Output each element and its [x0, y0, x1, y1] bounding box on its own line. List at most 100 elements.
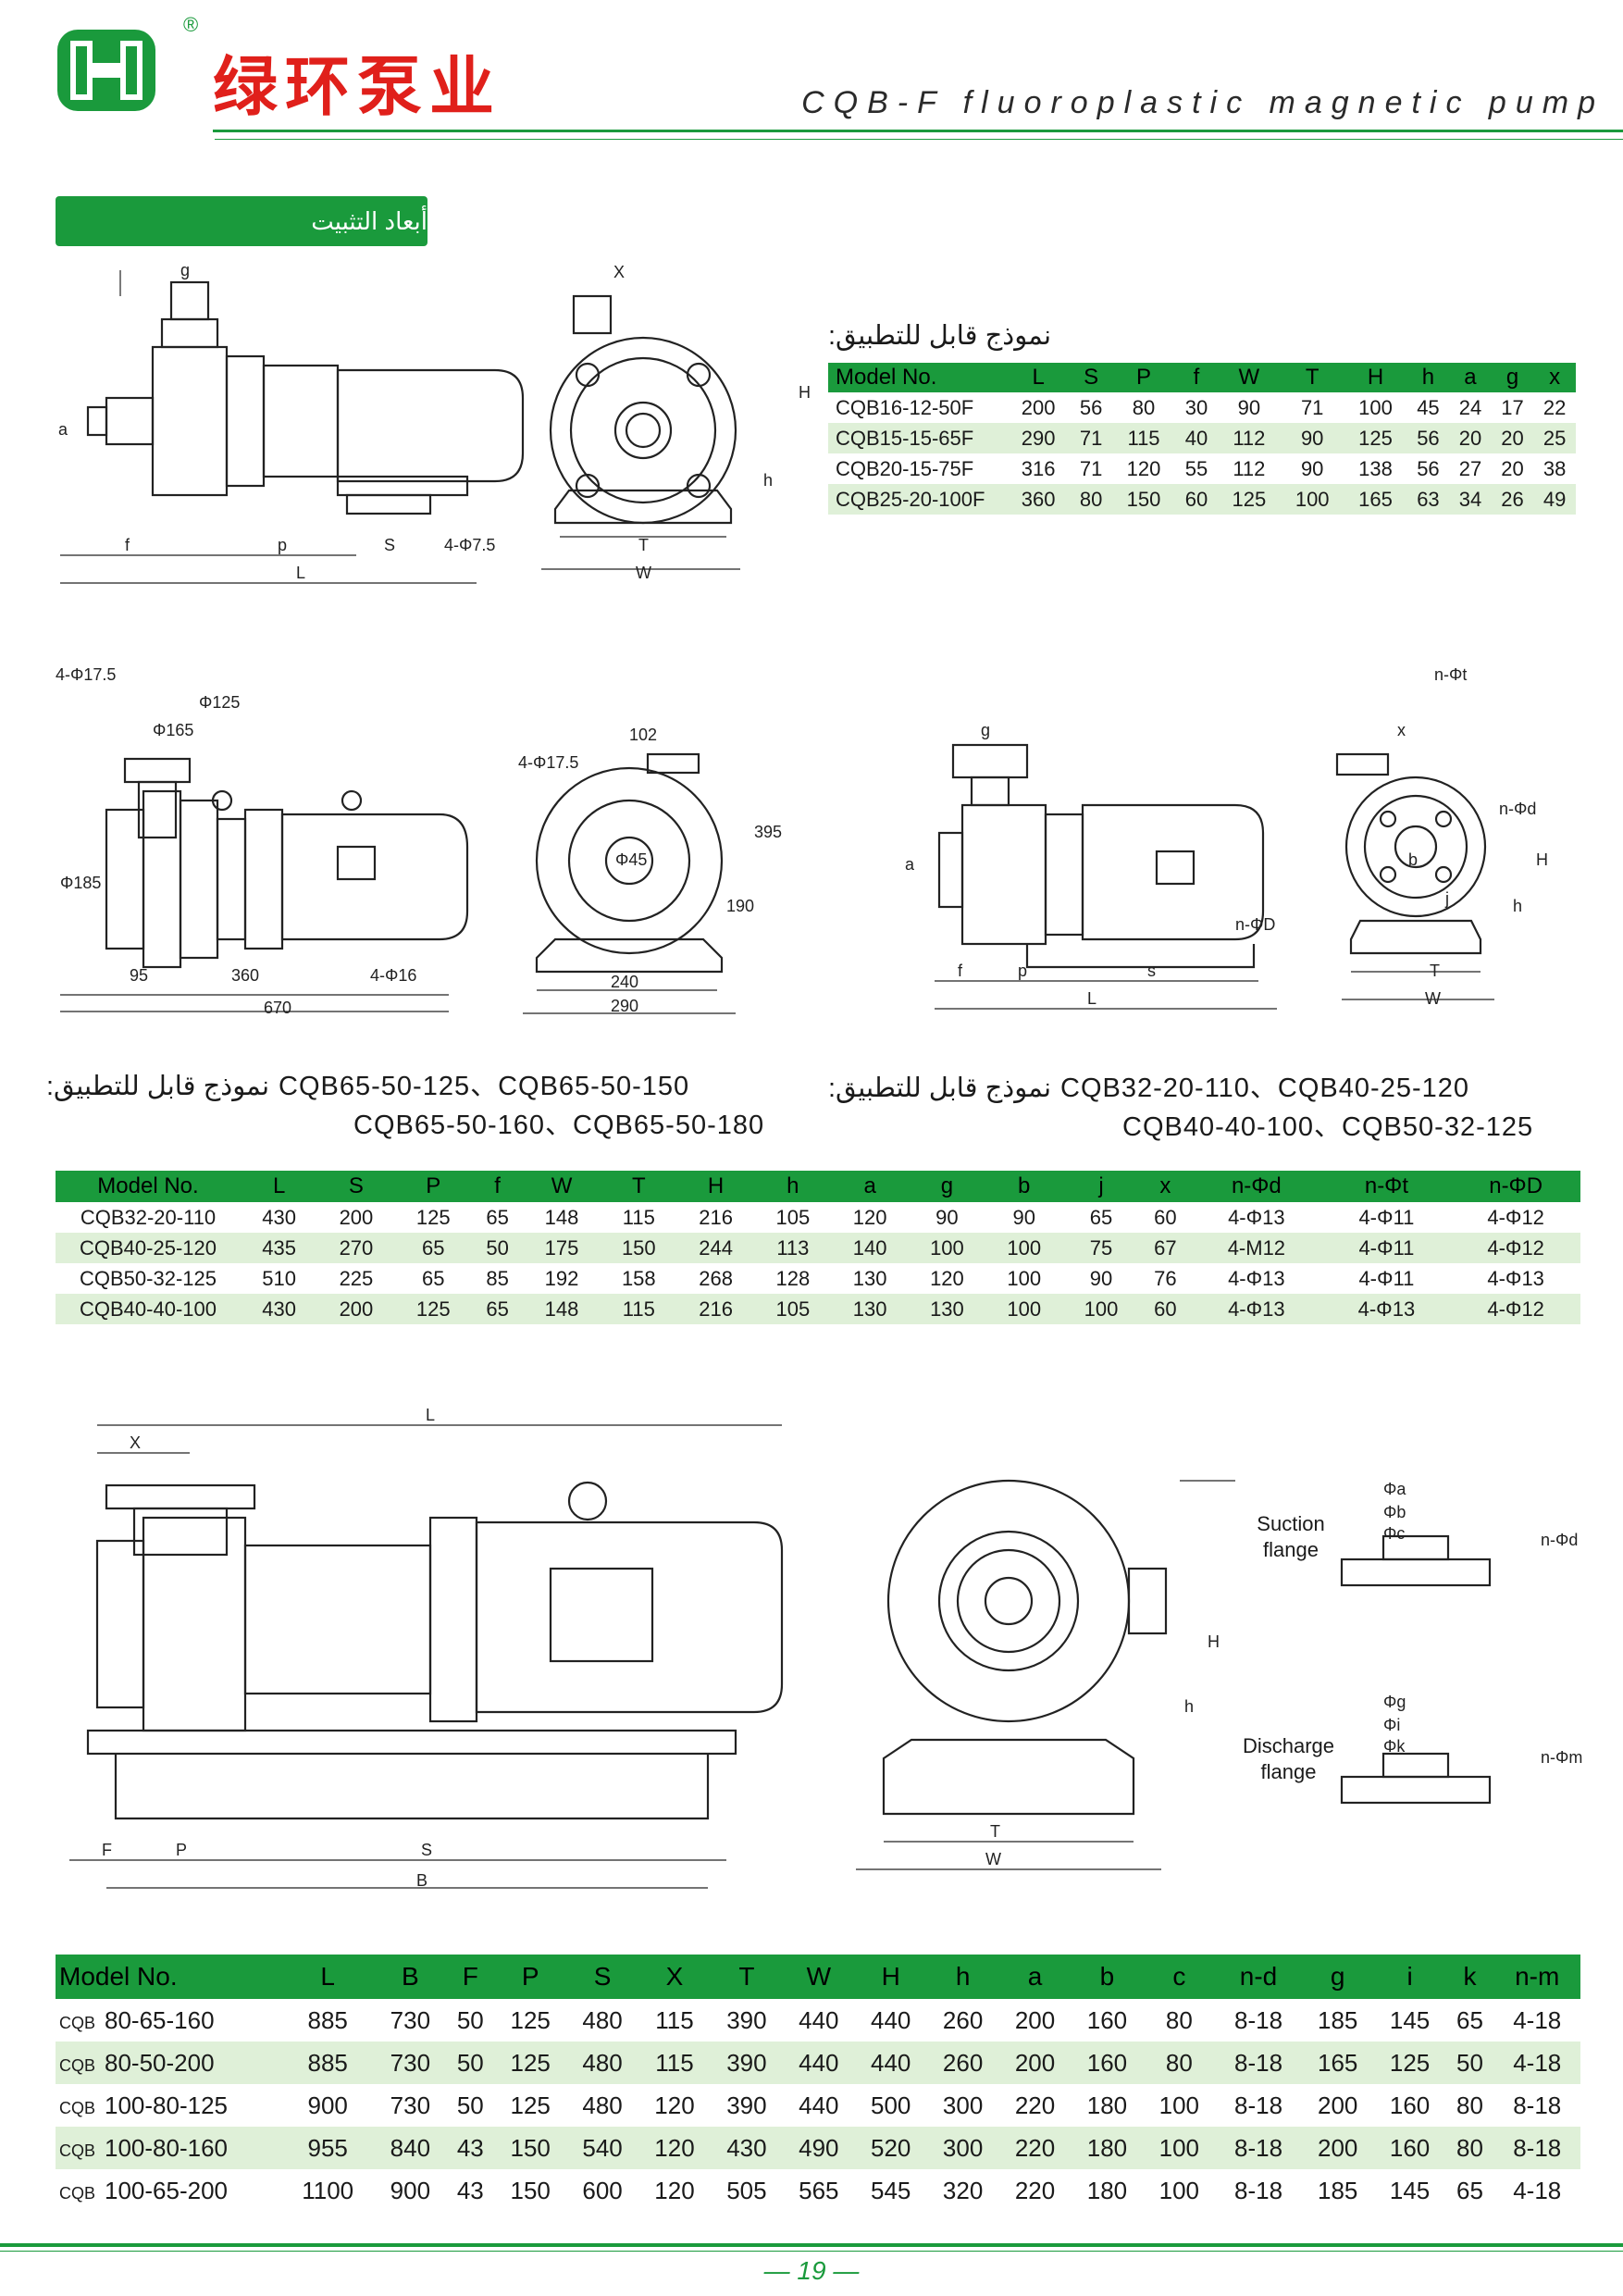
- column-header: n-m: [1515, 1962, 1560, 1991]
- table-cell: CQB40-40-100: [80, 1297, 217, 1321]
- table-cell: 480: [582, 2048, 623, 2077]
- svg-text:H: H: [799, 383, 811, 402]
- table-cell: 175: [544, 1235, 579, 1260]
- column-header: Model No.: [59, 1962, 178, 1991]
- svg-text:Φi: Φi: [1383, 1716, 1400, 1734]
- column-header: L: [1032, 365, 1045, 390]
- table-cell: 60: [1154, 1205, 1177, 1229]
- model-prefix: CQB: [59, 2098, 96, 2117]
- column-header: f: [1193, 365, 1200, 390]
- svg-text:X: X: [613, 263, 625, 281]
- table-cell: 160: [1086, 2005, 1128, 2034]
- svg-text:f: f: [125, 536, 130, 554]
- column-header: P: [1136, 365, 1152, 390]
- table-cell: 50: [486, 1235, 509, 1260]
- discharge-label-line2: flange: [1260, 1760, 1317, 1783]
- table-cell: 65: [421, 1235, 445, 1260]
- table-cell: 320: [942, 2176, 984, 2204]
- table-cell: 4-Φ13: [1357, 1297, 1416, 1321]
- section-title: أبعاد التثبيت: [56, 196, 427, 246]
- table-cell: 480: [582, 2005, 623, 2034]
- table-cell: 115: [655, 2005, 694, 2034]
- svg-text:Φ165: Φ165: [153, 721, 193, 739]
- column-header: i: [1406, 1962, 1413, 1991]
- brand-name: 绿环泵业: [213, 48, 502, 125]
- table-cell: 4-Φ11: [1358, 1205, 1415, 1229]
- table-cell: 125: [1358, 426, 1393, 450]
- column-header: k: [1463, 1962, 1477, 1991]
- caption-line2: CQB65-50-160、CQB65-50-180: [353, 1111, 765, 1140]
- table-cell: 216: [699, 1205, 733, 1229]
- table-cell: 113: [776, 1235, 810, 1260]
- table-cell: 100: [930, 1235, 964, 1260]
- table-cell: 430: [262, 1205, 296, 1229]
- column-header: f: [494, 1173, 501, 1198]
- column-header: h: [1421, 365, 1435, 390]
- table-cell: 55: [1184, 456, 1208, 480]
- table1-caption: نموذج قابل للتطبيق:: [828, 321, 1052, 351]
- column-header: h: [955, 1962, 971, 1991]
- table-cell: 90: [1089, 1266, 1113, 1290]
- svg-text:W: W: [636, 564, 651, 582]
- column-header: n-Φd: [1231, 1173, 1282, 1198]
- suction-flange-label: Suction flange: [1240, 1511, 1342, 1563]
- table-cell: 125: [1389, 2048, 1431, 2077]
- svg-text:S: S: [384, 536, 395, 554]
- table-cell: 80: [1456, 2091, 1483, 2119]
- svg-text:4-Φ16: 4-Φ16: [370, 966, 416, 985]
- table-cell: 76: [1154, 1266, 1177, 1290]
- svg-text:P: P: [176, 1841, 187, 1859]
- table-cell: 8-18: [1513, 2091, 1562, 2119]
- svg-text:L: L: [426, 1406, 435, 1424]
- table-cell: 60: [1154, 1297, 1177, 1321]
- table-cell: 4-Φ13: [1228, 1205, 1285, 1229]
- svg-text:4-Φ17.5: 4-Φ17.5: [56, 665, 116, 684]
- table-cell: 885: [307, 2048, 348, 2077]
- svg-text:L: L: [1087, 989, 1096, 1008]
- svg-text:Φg: Φg: [1383, 1693, 1406, 1711]
- svg-text:H: H: [1536, 850, 1548, 869]
- table-cell: 440: [871, 2048, 911, 2077]
- table-cell: 200: [339, 1297, 374, 1321]
- discharge-label-line1: Discharge: [1242, 1734, 1335, 1757]
- table-cell: 80: [1456, 2133, 1483, 2162]
- table-cell: 270: [339, 1235, 374, 1260]
- table-cell: 268: [699, 1266, 733, 1290]
- table-cell: 125: [415, 1297, 451, 1321]
- table-cell: 8-18: [1233, 2091, 1283, 2119]
- table-cell: 71: [1079, 426, 1103, 450]
- table-cell: 4-Φ11: [1358, 1266, 1415, 1290]
- table-cell: 85: [486, 1266, 509, 1290]
- table-cell: 125: [1232, 487, 1267, 511]
- column-header: T: [738, 1962, 755, 1991]
- table-cell: 125: [510, 2005, 551, 2034]
- table-cell: 20: [1501, 456, 1524, 480]
- table-cell: 80: [1165, 2005, 1193, 2034]
- page-subtitle: CQB-F fluoroplastic magnetic pump: [801, 85, 1604, 120]
- table-cell: 180: [1086, 2176, 1128, 2204]
- table-cell: 440: [799, 2005, 839, 2034]
- svg-text:X: X: [130, 1433, 141, 1452]
- svg-text:240: 240: [611, 973, 638, 991]
- table-cell: 180: [1086, 2133, 1128, 2162]
- header-rule: [213, 130, 1623, 132]
- column-header: b: [1099, 1962, 1115, 1991]
- column-header: n-Φt: [1364, 1173, 1408, 1198]
- table-cell: 885: [307, 2005, 348, 2034]
- column-header: F: [462, 1962, 478, 1991]
- table-cell: 17: [1501, 395, 1524, 419]
- column-header: L: [272, 1173, 286, 1198]
- table-cell: 430: [726, 2133, 767, 2162]
- model-number: 100-65-200: [105, 2176, 229, 2204]
- table-cell: CQB40-25-120: [80, 1235, 217, 1260]
- model-prefix: CQB: [59, 2013, 96, 2032]
